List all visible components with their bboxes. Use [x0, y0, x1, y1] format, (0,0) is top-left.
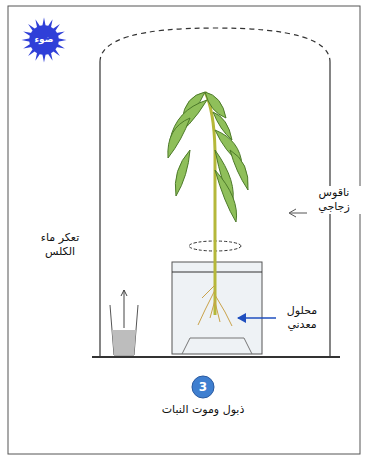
- part-label: محلول معدني: [276, 304, 328, 332]
- leader-head: [289, 209, 296, 217]
- bell-jar-dome: [100, 28, 330, 62]
- sun-core: [29, 25, 59, 55]
- callout-circle: 3: [191, 375, 215, 399]
- sun-ray: [58, 38, 67, 41]
- sun-ray: [22, 38, 31, 41]
- part-label: ناقوس زجاجي: [307, 186, 361, 214]
- roots: [198, 285, 232, 326]
- cloudy-lime-water: [112, 330, 136, 355]
- plant-stem: [205, 92, 215, 315]
- sun-symbol: ضوء: [26, 22, 62, 58]
- bell-jar-wall: [99, 62, 100, 356]
- sun-ray: [42, 18, 45, 27]
- base-plate: [92, 356, 340, 358]
- sun-label: ضوء: [35, 34, 54, 45]
- cup-pointer-head: [121, 290, 127, 296]
- sun-ray: [42, 54, 45, 63]
- root-jar: [172, 262, 262, 354]
- number-disc: [192, 376, 214, 398]
- solution-surface: [172, 272, 262, 273]
- frame: [8, 6, 360, 454]
- part-label: تعكر ماء الكلس: [28, 231, 92, 259]
- callout-number: 3: [199, 380, 207, 395]
- caption: ذبول وموت النبات: [160, 403, 247, 417]
- jar-support: [182, 338, 252, 354]
- leader-head: [237, 313, 246, 323]
- cup-pointer: [124, 290, 125, 328]
- wilted-leaves: [168, 92, 248, 222]
